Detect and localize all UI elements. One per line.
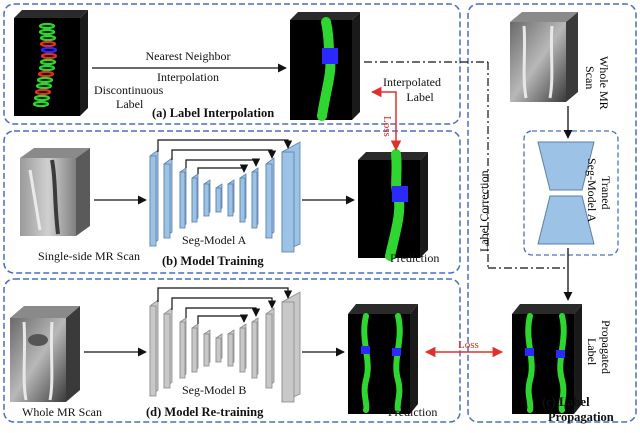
panel-a-title: (a) Label Interpolation <box>152 106 275 120</box>
seg-model-b-network <box>149 291 301 403</box>
trained-seg-model-a <box>537 141 595 245</box>
interpolated-label-line1: Interpolated <box>383 75 441 89</box>
trained-model-line1: Traned <box>599 176 613 210</box>
prediction-cube-b <box>358 149 428 261</box>
prediction-b-label: Prediction <box>390 251 440 265</box>
panel-c-title-line2: Propagation <box>548 410 614 424</box>
seg-model-b-skips <box>157 287 293 324</box>
discontinuous-label-line2: Label <box>116 97 144 111</box>
panel-c-frame <box>467 3 637 423</box>
propagated-label-line1: Propagated <box>599 320 613 374</box>
panel-b-title: (b) Model Training <box>162 254 264 268</box>
whole-mr-scan-c <box>510 12 578 102</box>
flow-arrows <box>84 63 573 357</box>
interpolated-label-line2: Label <box>406 90 434 104</box>
loss-label-a: Loss <box>381 116 393 137</box>
loss-label-d: Loss <box>458 339 479 351</box>
seg-model-a-label: Seg-Model A <box>182 233 247 247</box>
loss-arrows <box>370 86 504 358</box>
panel-a-frame <box>3 3 461 125</box>
seg-model-b-label: Seg-Model B <box>182 383 247 397</box>
interpolated-label-cube <box>290 12 360 121</box>
discontinuous-label-cube <box>14 10 88 116</box>
single-side-scan-label: Single-side MR Scan <box>38 249 140 263</box>
propagated-label-cube <box>512 304 582 414</box>
panel-b-frame <box>3 130 461 274</box>
whole-mr-c-line1: Whole MR <box>597 56 611 110</box>
whole-mr-scan-d-label: Whole MR Scan <box>22 405 102 419</box>
panel-c-title-line1: (c) Label <box>542 395 590 409</box>
panel-d-title: (d) Model Re-training <box>146 405 264 419</box>
discontinuous-label-line1: Discontinuous <box>94 83 164 97</box>
nn-interpolation-line2: Interpolation <box>157 70 219 84</box>
label-correction-label: Label Correction <box>477 170 491 252</box>
spine-rings <box>32 22 58 108</box>
trained-model-frame <box>523 130 619 256</box>
whole-mr-scan-d <box>10 306 80 402</box>
single-side-mr-scan <box>20 148 90 236</box>
label-correction-path <box>364 61 566 269</box>
propagated-label-line2: Label <box>585 338 599 366</box>
nn-interpolation-line1: Nearest Neighbor <box>145 49 231 63</box>
prediction-d-label: Prediction <box>388 405 438 419</box>
seg-model-a-network <box>149 141 301 253</box>
whole-mr-c-line2: Scan <box>583 66 597 90</box>
trained-model-line2: Seg-Model A <box>585 158 599 223</box>
prediction-cube-d <box>348 304 418 414</box>
seg-model-a-skips <box>157 139 293 174</box>
